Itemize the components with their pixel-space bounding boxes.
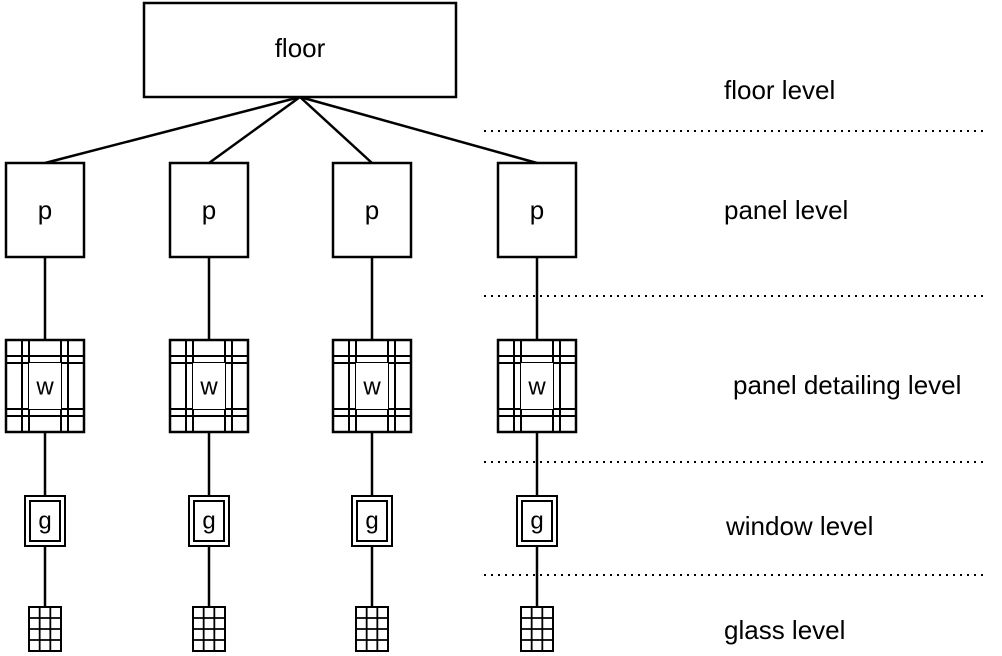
edge-floor-to-panel-4: [299, 95, 538, 165]
nodes: floor p w g p w g p w g p w g: [4, 1, 578, 652]
detail-node-label-4: w: [527, 374, 546, 401]
detail-node-label-2: w: [199, 374, 218, 401]
connector-lines: [43, 95, 539, 607]
level-label-glass: glass level: [724, 615, 846, 645]
window-node-2: g: [188, 495, 230, 547]
window-node-label-1: g: [38, 508, 51, 535]
floor-node: [142, 1, 458, 99]
level-label-panel-detailing: panel detailing level: [733, 370, 962, 400]
edge-floor-to-panel-2: [208, 95, 301, 165]
detail-node-core-4: [521, 363, 553, 409]
detail-node-4: w: [496, 338, 578, 434]
detail-node-1: w: [4, 338, 86, 434]
window-node-label-3: g: [365, 508, 378, 535]
detail-node-label-3: w: [362, 374, 381, 401]
detail-node-3: w: [331, 338, 413, 434]
panel-node-3: [331, 161, 413, 259]
glass-node-2: [192, 606, 226, 652]
window-node-label-2: g: [202, 508, 215, 535]
detail-node-core-1: [29, 363, 61, 409]
window-node-inner-1: [29, 500, 61, 542]
panel-node-4: [496, 161, 578, 259]
window-node-4: g: [516, 495, 558, 547]
level-label-window: window level: [726, 511, 874, 541]
detail-node-label-1: w: [35, 374, 54, 401]
window-node-3: g: [351, 495, 393, 547]
panel-node-2: [168, 161, 250, 259]
glass-node-4: [520, 606, 554, 652]
level-label-floor: floor level: [724, 75, 836, 105]
edge-floor-to-panel-1: [44, 95, 301, 165]
edge-floor-to-panel-3: [299, 96, 373, 164]
window-node-inner-2: [193, 500, 225, 542]
panel-node-label-1: p: [38, 195, 52, 225]
detail-node-core-2: [193, 363, 225, 409]
detail-node-core-3: [356, 363, 388, 409]
window-node-inner-4: [521, 500, 553, 542]
window-node-1: g: [24, 495, 66, 547]
detail-node-2: w: [168, 338, 250, 434]
panel-node-label-4: p: [530, 195, 544, 225]
glass-node-3: [355, 606, 389, 652]
panel-node-1: [4, 161, 86, 259]
floor-node-label: floor: [275, 33, 326, 63]
window-node-inner-3: [356, 500, 388, 542]
level-label-panel: panel level: [724, 195, 849, 225]
panel-node-label-2: p: [202, 195, 216, 225]
glass-node-1: [28, 606, 62, 652]
window-node-label-4: g: [530, 508, 543, 535]
panel-node-label-3: p: [365, 195, 379, 225]
